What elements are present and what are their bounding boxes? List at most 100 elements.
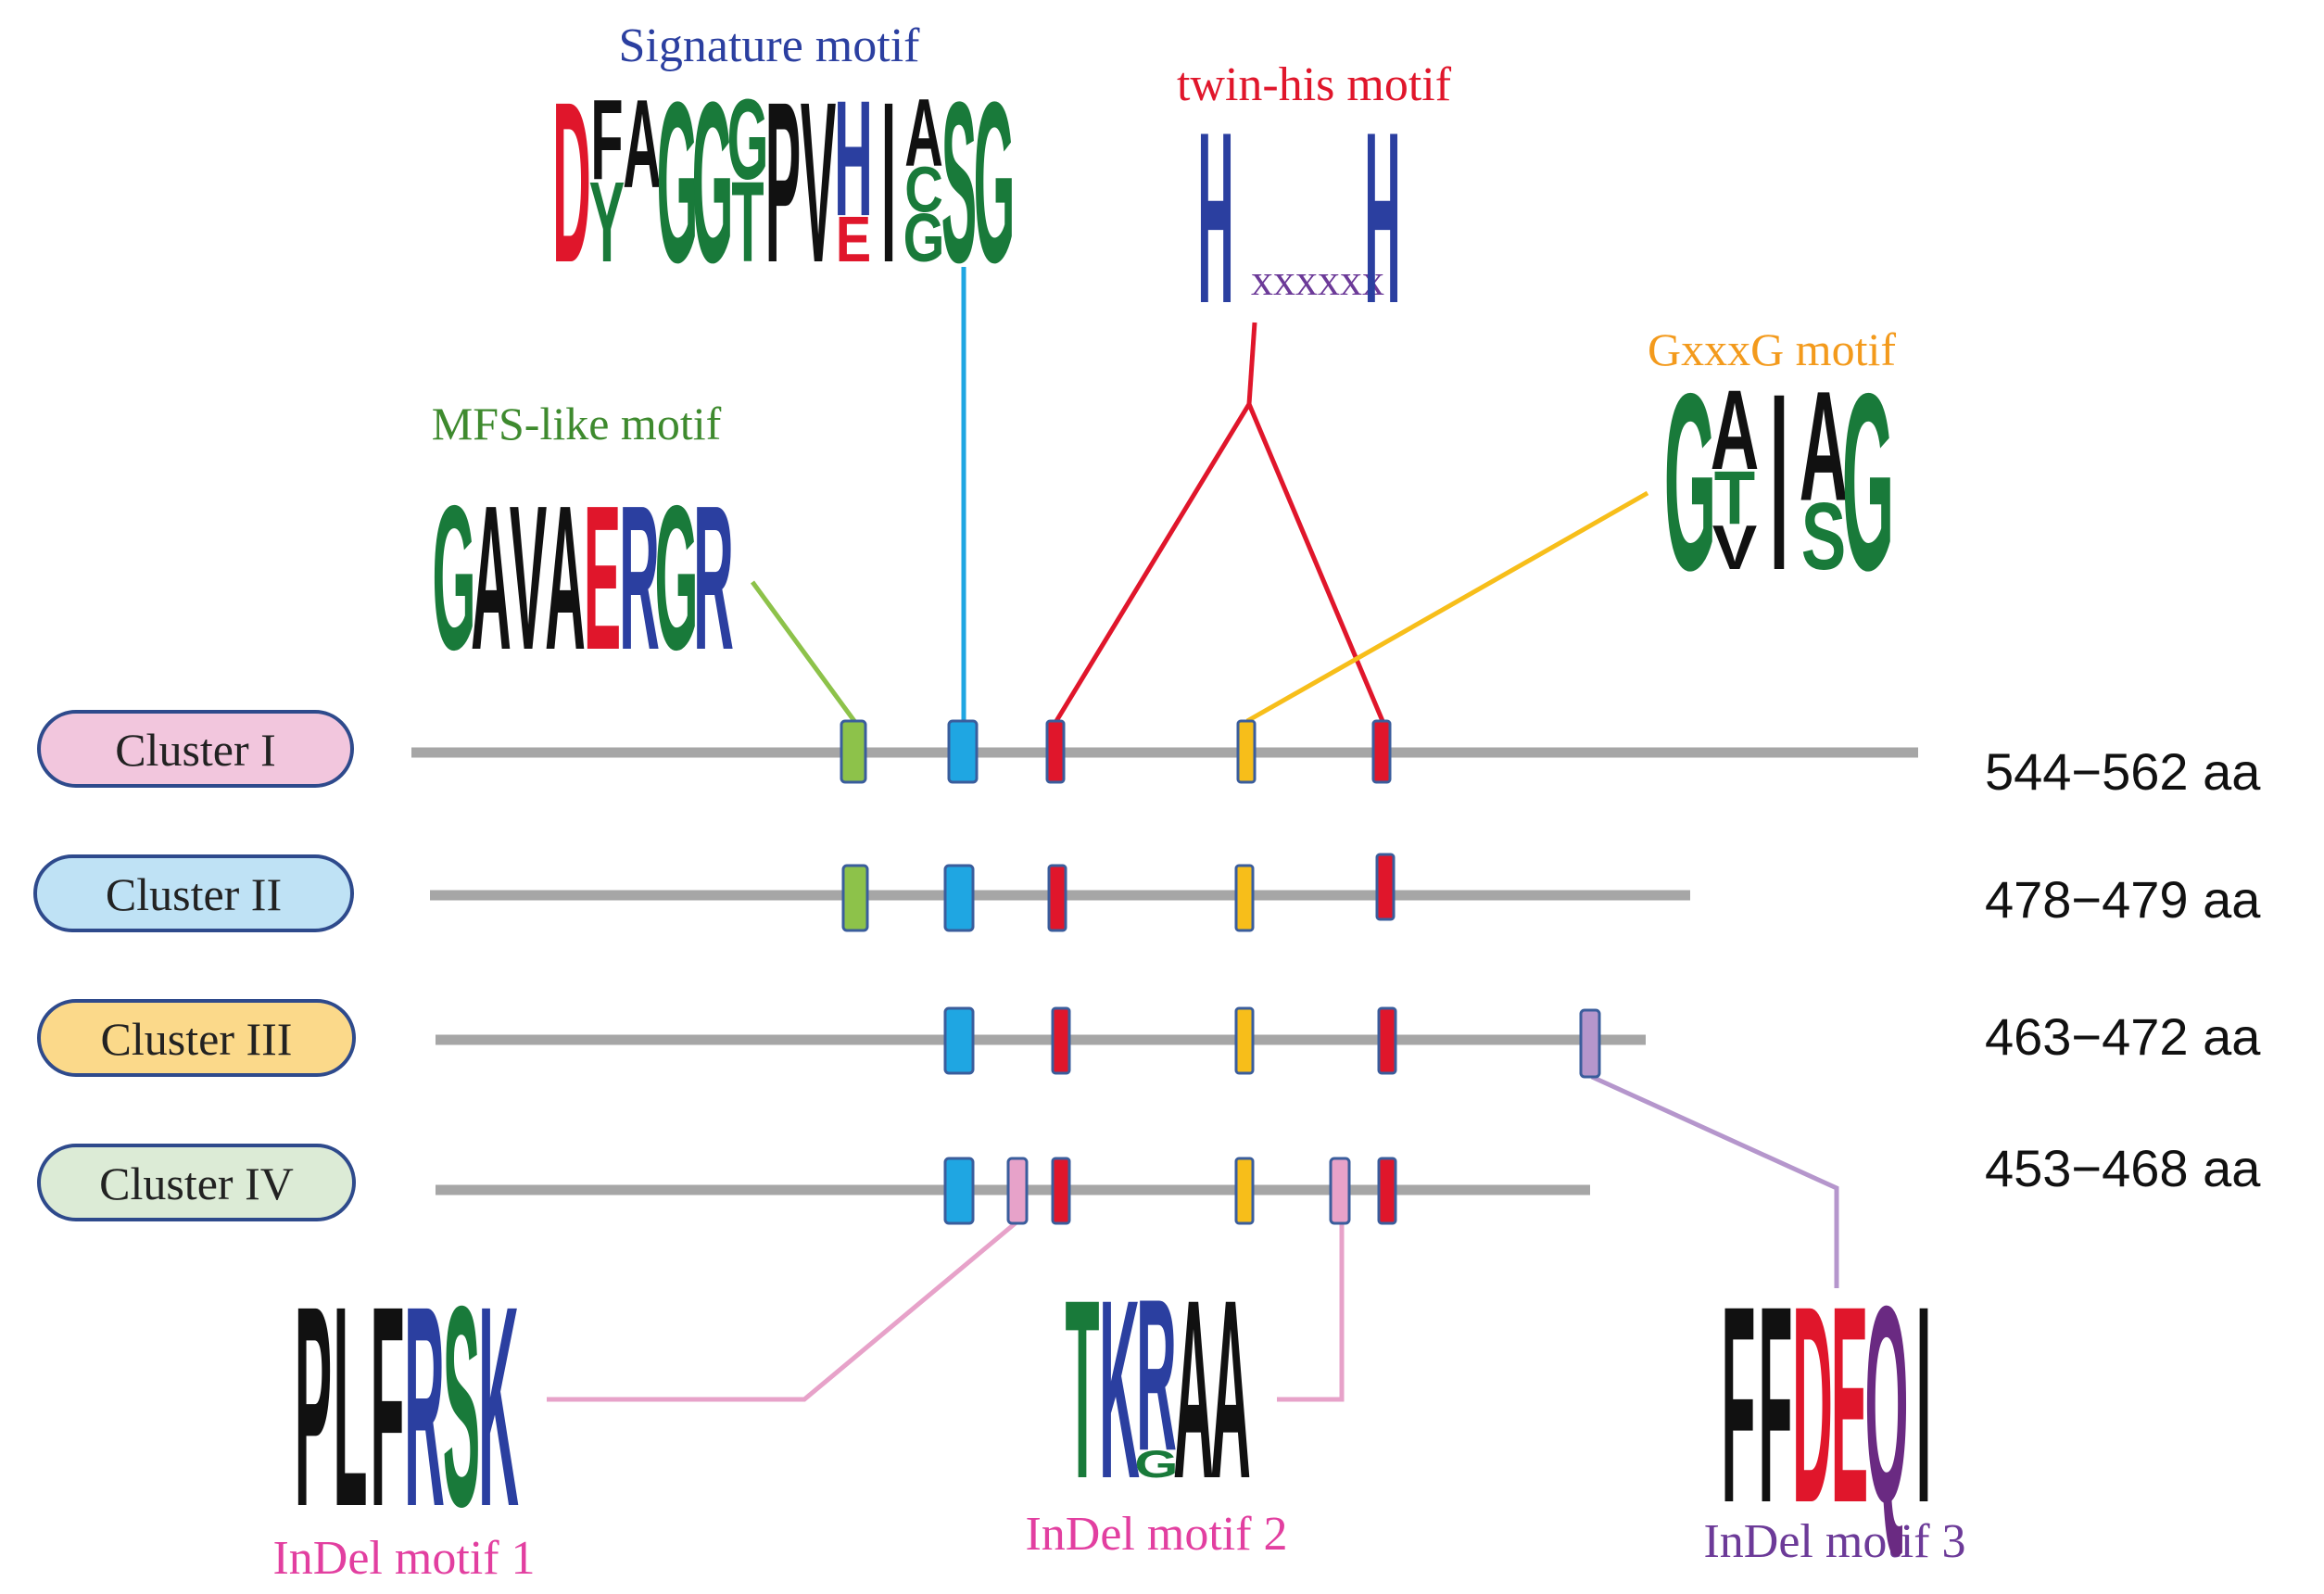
logo-letter-a: A	[471, 462, 512, 692]
logo-letter-k: K	[1099, 1248, 1140, 1533]
logo-letter-i: I	[881, 56, 896, 310]
logo-letter-s: S	[443, 1247, 480, 1566]
logo-letter-a: A	[904, 79, 943, 186]
connector-indel1	[547, 1220, 1019, 1402]
cluster-pill-1: Cluster I	[37, 710, 354, 788]
logo-letter-d: D	[552, 56, 591, 310]
logo-letter-e: E	[836, 204, 871, 275]
logo-letter-p: P	[295, 1247, 332, 1566]
motif-box-gxxxg-c1	[1236, 719, 1257, 784]
logo-letter-q: Q	[1864, 1248, 1908, 1562]
logo-letter-h: H	[1364, 82, 1400, 355]
logo-letter-s: S	[1801, 482, 1847, 589]
logo-letter-h: H	[1197, 82, 1233, 355]
logo-letter-g: G	[692, 56, 734, 310]
logo-letter-e: E	[1831, 1248, 1868, 1562]
logo-letter-g: G	[974, 56, 1016, 310]
logo-letter-a: A	[545, 462, 586, 692]
connector-lines	[547, 267, 1839, 1402]
logo-letter-l: L	[333, 1247, 367, 1566]
logo-letter-r: R	[404, 1247, 445, 1566]
logo-letter-a: A	[1210, 1248, 1251, 1533]
logo-letter-r: R	[1136, 1254, 1177, 1496]
logo-letter-r: R	[693, 462, 734, 692]
motif-box-gxxxg-c4	[1234, 1157, 1255, 1225]
logo-letter-e: E	[584, 462, 621, 692]
indel-motif-2-title: InDel motif 2	[1025, 1508, 1287, 1561]
motif-box-his1-c3	[1051, 1006, 1071, 1075]
cluster-labels: Cluster I Cluster II Cluster III Cluster…	[33, 710, 356, 1221]
logo-letter-f: F	[370, 1247, 404, 1566]
logo-letter-p: P	[765, 56, 801, 310]
length-label: 478−479 aa	[1985, 870, 2261, 929]
cluster-pill-4: Cluster IV	[37, 1144, 356, 1221]
cluster-pill-2: Cluster II	[33, 854, 354, 932]
length-label: 453−468 aa	[1985, 1139, 2261, 1197]
gxxxg-motif-title: GxxxG motif	[1648, 323, 1896, 375]
motif-box-his2-c1	[1371, 719, 1392, 784]
motif-box-his2-c3	[1377, 1006, 1397, 1075]
logo-letter-t: T	[731, 159, 764, 286]
motif-box-his2-c4	[1377, 1157, 1397, 1225]
logo-letter-r: R	[619, 462, 660, 692]
connector-twin-his-stem	[1246, 322, 1257, 405]
cluster-label: Cluster II	[106, 868, 282, 920]
length-label: 544−562 aa	[1985, 742, 2261, 801]
logo-letter-g: G	[657, 56, 699, 310]
logo-letter-a: A	[1173, 1248, 1214, 1533]
logo-letter-a: A	[623, 73, 662, 214]
logo-letter-g: G	[654, 462, 698, 692]
logo-letter-v: V	[510, 462, 547, 692]
logo-letter-f: F	[1721, 1248, 1755, 1562]
length-label: 463−472 aa	[1985, 1007, 2261, 1066]
logo-letter-a: A	[1711, 368, 1760, 494]
motif-boxes	[840, 719, 1601, 1225]
connector-mfs	[750, 580, 857, 723]
length-labels: 544−562 aa 478−479 aa 463−472 aa 453−468…	[1985, 742, 2261, 1197]
motif-box-indel1-c4	[1006, 1157, 1029, 1225]
logo-letter-g: G	[1134, 1443, 1178, 1486]
logo-letter-s: S	[941, 56, 977, 310]
motif-box-his2-c2	[1375, 853, 1396, 921]
motif-box-indel3-c3	[1579, 1008, 1601, 1079]
connector-indel3	[1590, 1074, 1839, 1288]
cluster-label: Cluster I	[115, 724, 276, 776]
connector-gxxxg	[1245, 490, 1649, 724]
logo-letter-k: K	[478, 1247, 519, 1566]
motif-box-his1-c1	[1045, 719, 1066, 784]
indel-motif-1-title: InDel motif 1	[272, 1532, 535, 1585]
logo-letter-g: G	[903, 200, 945, 277]
motif-box-his1-c4	[1051, 1157, 1071, 1225]
motif-box-mfs-c1	[840, 719, 867, 784]
logo-letter-g: G	[432, 462, 475, 692]
logo-letter-t: T	[1065, 1248, 1099, 1533]
logo-letter-h: H	[834, 67, 873, 251]
cluster-label: Cluster IV	[99, 1158, 294, 1209]
logo-letter-a: A	[1800, 358, 1849, 534]
logo-letter-g: G	[727, 77, 769, 204]
cluster-pill-3: Cluster III	[37, 999, 356, 1077]
logo-letter-v: V	[801, 56, 836, 310]
twin-his-spacer: xxxxxx	[1251, 256, 1384, 305]
motif-box-gxxxg-c3	[1234, 1006, 1255, 1075]
motif-box-mfs-c2	[841, 864, 869, 932]
motif-titles: Signature motif twin-his motif GxxxG mot…	[272, 19, 1965, 1585]
motif-box-gxxxg-c2	[1234, 864, 1255, 932]
logo-letter-t: T	[1714, 456, 1755, 540]
mfs-motif-title: MFS-like motif	[432, 398, 722, 449]
motif-box-signature-c2	[943, 864, 975, 932]
motif-box-signature-c1	[947, 719, 979, 784]
logo-letter-f: F	[590, 77, 623, 204]
indel-motif-3-title: InDel motif 3	[1703, 1515, 1965, 1568]
logo-letter-c: C	[904, 155, 943, 226]
logo-letter-i: I	[1770, 342, 1788, 623]
motif-box-signature-c4	[943, 1157, 975, 1225]
motif-box-his1-c2	[1047, 864, 1067, 932]
